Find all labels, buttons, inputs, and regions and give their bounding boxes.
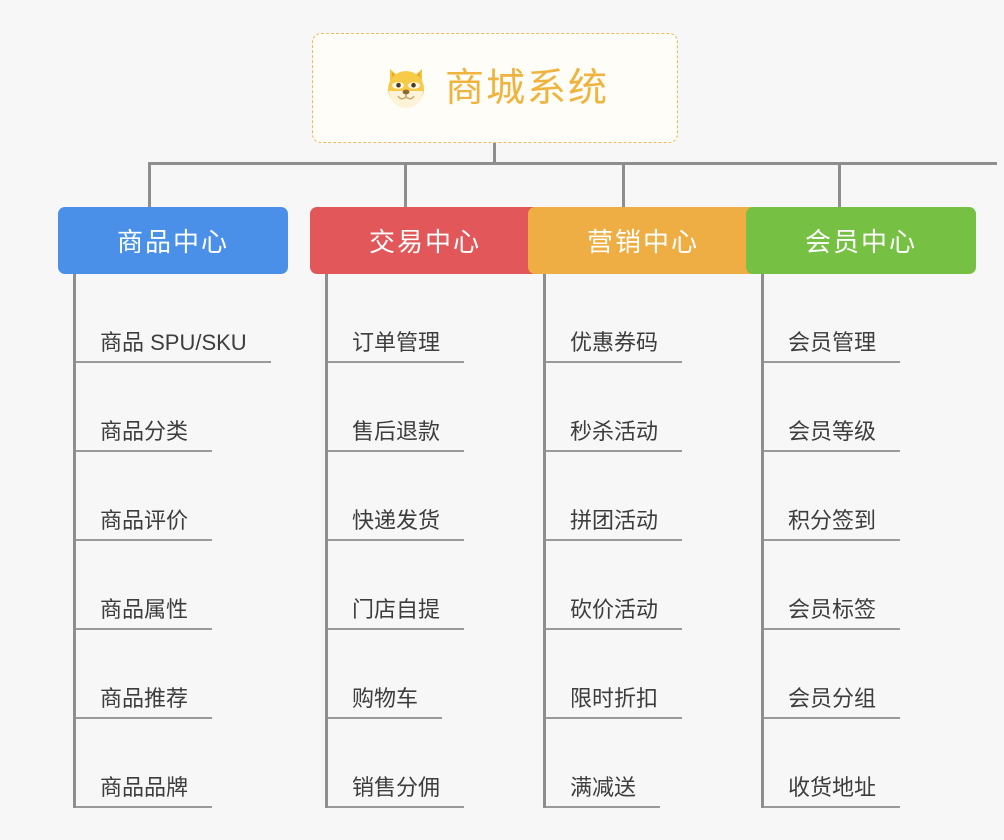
list-item[interactable]: 商品评价 (76, 452, 288, 541)
leaf-label: 销售分佣 (328, 775, 465, 808)
list-item[interactable]: 销售分佣 (328, 719, 540, 808)
list-item[interactable]: 秒杀活动 (546, 363, 758, 452)
leaf-label: 会员标签 (764, 597, 901, 630)
list-item[interactable]: 商品品牌 (76, 719, 288, 808)
branch-column-3: 营销中心 优惠券码 秒杀活动 拼团活动 砍价活动 限时折扣 满减送 (528, 207, 758, 808)
leaf-label: 限时折扣 (546, 686, 683, 719)
leaf-label: 订单管理 (328, 330, 465, 363)
leaf-label: 商品属性 (76, 597, 213, 630)
list-item[interactable]: 商品属性 (76, 541, 288, 630)
leaf-label: 会员管理 (764, 330, 901, 363)
list-item[interactable]: 会员标签 (764, 541, 976, 630)
connector-drop-4 (838, 162, 841, 208)
list-item[interactable]: 会员分组 (764, 630, 976, 719)
list-item[interactable]: 会员管理 (764, 274, 976, 363)
leaf-label: 商品评价 (76, 508, 213, 541)
branch-column-1: 商品中心 商品 SPU/SKU 商品分类 商品评价 商品属性 商品推荐 商品品牌 (58, 207, 288, 808)
connector-drop-1 (148, 162, 151, 208)
list-item[interactable]: 积分签到 (764, 452, 976, 541)
leaf-label: 商品分类 (76, 419, 213, 452)
list-item[interactable]: 订单管理 (328, 274, 540, 363)
leaf-label: 会员等级 (764, 419, 901, 452)
leaf-label: 收货地址 (764, 775, 901, 808)
category-label-2: 交易中心 (368, 227, 481, 257)
connector-root-stem (493, 143, 496, 164)
root-title: 商城系统 (444, 66, 609, 110)
category-box-4[interactable]: 会员中心 (746, 207, 976, 274)
list-item[interactable]: 限时折扣 (546, 630, 758, 719)
list-item[interactable]: 购物车 (328, 630, 540, 719)
branch-column-2: 交易中心 订单管理 售后退款 快递发货 门店自提 购物车 销售分佣 (310, 207, 540, 808)
list-item[interactable]: 满减送 (546, 719, 758, 808)
connector-drop-2 (404, 162, 407, 208)
category-box-3[interactable]: 营销中心 (528, 207, 758, 274)
category-box-2[interactable]: 交易中心 (310, 207, 540, 274)
connector-horizontal-bar (148, 162, 997, 165)
branch-column-4: 会员中心 会员管理 会员等级 积分签到 会员标签 会员分组 收货地址 (746, 207, 976, 808)
leaf-label: 积分签到 (764, 508, 901, 541)
leaf-label: 售后退款 (328, 419, 465, 452)
list-item[interactable]: 拼团活动 (546, 452, 758, 541)
list-item[interactable]: 会员等级 (764, 363, 976, 452)
list-item[interactable]: 优惠券码 (546, 274, 758, 363)
root-node-shop-system[interactable]: 商城系统 (312, 33, 678, 143)
list-item[interactable]: 快递发货 (328, 452, 540, 541)
list-item[interactable]: 商品 SPU/SKU (76, 274, 288, 363)
leaf-label: 商品 SPU/SKU (76, 330, 271, 363)
leaf-label: 满减送 (546, 775, 661, 808)
leaf-label: 砍价活动 (546, 597, 683, 630)
leaf-label: 秒杀活动 (546, 419, 683, 452)
leaf-list-1: 商品 SPU/SKU 商品分类 商品评价 商品属性 商品推荐 商品品牌 (73, 274, 288, 808)
category-label-3: 营销中心 (586, 227, 699, 257)
shiba-dog-face-icon (381, 63, 431, 113)
list-item[interactable]: 商品分类 (76, 363, 288, 452)
leaf-label: 会员分组 (764, 686, 901, 719)
list-item[interactable]: 商品推荐 (76, 630, 288, 719)
leaf-label: 门店自提 (328, 597, 465, 630)
category-box-1[interactable]: 商品中心 (58, 207, 288, 274)
list-item[interactable]: 售后退款 (328, 363, 540, 452)
leaf-label: 快递发货 (328, 508, 465, 541)
leaf-label: 拼团活动 (546, 508, 683, 541)
list-item[interactable]: 收货地址 (764, 719, 976, 808)
leaf-list-2: 订单管理 售后退款 快递发货 门店自提 购物车 销售分佣 (325, 274, 540, 808)
category-label-1: 商品中心 (116, 227, 229, 257)
leaf-label: 商品品牌 (76, 775, 213, 808)
leaf-list-4: 会员管理 会员等级 积分签到 会员标签 会员分组 收货地址 (761, 274, 976, 808)
list-item[interactable]: 砍价活动 (546, 541, 758, 630)
leaf-label: 购物车 (328, 686, 443, 719)
leaf-label: 优惠券码 (546, 330, 683, 363)
connector-drop-3 (622, 162, 625, 208)
leaf-list-3: 优惠券码 秒杀活动 拼团活动 砍价活动 限时折扣 满减送 (543, 274, 758, 808)
category-label-4: 会员中心 (804, 227, 917, 257)
list-item[interactable]: 门店自提 (328, 541, 540, 630)
leaf-label: 商品推荐 (76, 686, 213, 719)
